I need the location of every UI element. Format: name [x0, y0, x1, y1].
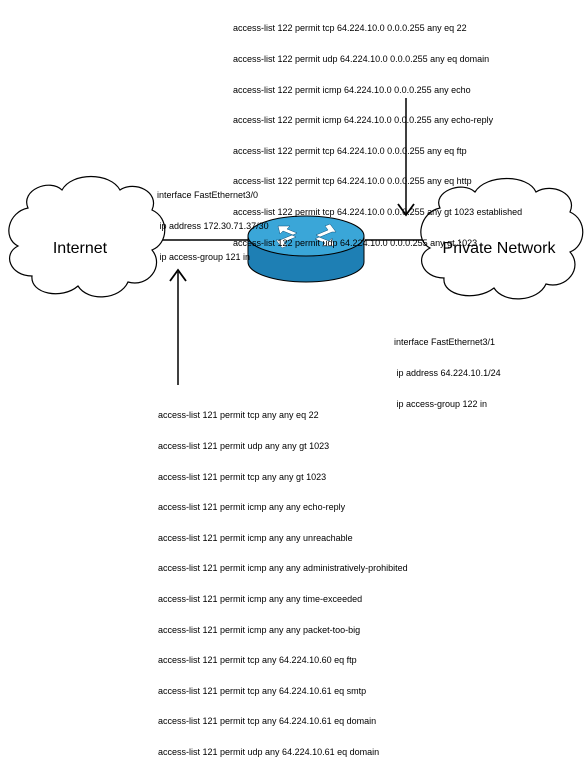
acl-line: access-list 121 permit icmp any any unre…	[158, 532, 353, 543]
interface-fe3-1-config: interface FastEthernet3/1 ip address 64.…	[394, 317, 501, 419]
config-line: ip access-group 122 in	[394, 398, 488, 409]
acl-line: access-list 122 permit tcp 64.224.10.0 0…	[233, 176, 472, 187]
acl-line: access-list 122 permit udp 64.224.10.0 0…	[233, 54, 490, 64]
config-line: ip address 172.30.71.37/30	[157, 221, 269, 231]
acl-line: access-list 121 permit udp any any gt 10…	[158, 441, 330, 451]
config-line: ip access-group 121 in	[157, 251, 251, 262]
acl-line: access-list 122 permit tcp 64.224.10.0 0…	[233, 23, 467, 34]
acl-line: access-list 122 permit udp 64.224.10.0 0…	[233, 237, 478, 248]
acl-line: access-list 122 permit icmp 64.224.10.0 …	[233, 84, 471, 95]
internet-label: Internet	[52, 240, 108, 257]
private-network-label: Private Network	[442, 240, 556, 257]
acl-line: access-list 121 permit tcp any 64.224.10…	[158, 685, 367, 696]
acl-line: access-list 122 permit tcp 64.224.10.0 0…	[233, 206, 523, 217]
internet-cloud-icon	[8, 176, 166, 298]
up-arrow-icon	[169, 268, 187, 385]
acl-line: access-list 121 permit icmp any any pack…	[158, 624, 361, 635]
private-network-cloud-icon	[420, 177, 584, 300]
acl-line: access-list 121 permit icmp any any time…	[158, 593, 363, 604]
network-diagram	[8, 98, 584, 385]
config-line: interface FastEthernet3/0	[157, 190, 259, 201]
interface-fe3-0-config: interface FastEthernet3/0 ip address 172…	[157, 170, 269, 272]
acl-line: access-list 121 permit tcp any any gt 10…	[158, 471, 327, 482]
acl-line: access-list 121 permit tcp any 64.224.10…	[158, 655, 357, 666]
acl-line: access-list 121 permit icmp any any echo…	[158, 502, 346, 513]
acl-122-block: access-list 122 permit tcp 64.224.10.0 0…	[233, 3, 522, 258]
acl-line: access-list 121 permit udp any 64.224.10…	[158, 746, 380, 757]
acl-121-block: access-list 121 permit tcp any any eq 22…	[158, 390, 408, 767]
acl-line: access-list 122 permit tcp 64.224.10.0 0…	[233, 145, 467, 156]
down-arrow-icon	[397, 98, 415, 217]
config-line: ip address 64.224.10.1/24	[394, 368, 501, 378]
acl-line: access-list 122 permit icmp 64.224.10.0 …	[233, 115, 494, 126]
acl-line: access-list 121 permit icmp any any admi…	[158, 563, 408, 574]
acl-line: access-list 121 permit tcp any 64.224.10…	[158, 716, 377, 727]
router-icon	[247, 215, 365, 283]
config-line: interface FastEthernet3/1	[394, 337, 496, 348]
acl-line: access-list 121 permit tcp any any eq 22	[158, 410, 319, 421]
